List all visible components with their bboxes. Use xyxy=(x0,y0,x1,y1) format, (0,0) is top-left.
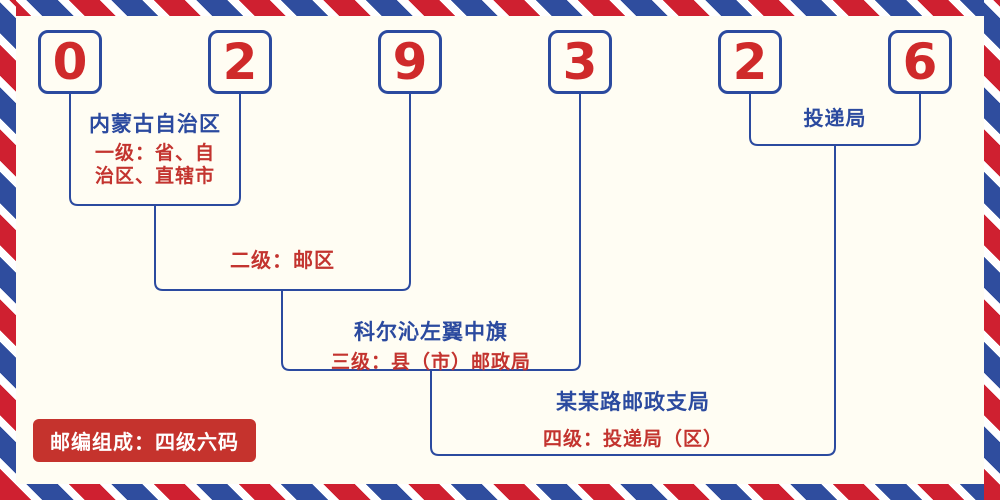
digit: 6 xyxy=(902,33,938,91)
level3-region-name: 科尔沁左翼中旗 xyxy=(354,321,508,344)
level1-region-name: 内蒙古自治区 xyxy=(89,113,221,136)
digit-box: 9 xyxy=(378,30,442,94)
level2-label: 二级：邮区 xyxy=(155,250,410,273)
level3-label: 科尔沁左翼中旗 三级：县（市）邮政局 xyxy=(282,320,580,374)
digit-box: 6 xyxy=(888,30,952,94)
airmail-border-top xyxy=(0,0,1000,16)
delivery-office-text: 投递局 xyxy=(803,108,867,130)
level4-branch-name: 某某路邮政支局 xyxy=(556,391,710,414)
digit: 2 xyxy=(732,33,768,91)
digit-box: 2 xyxy=(208,30,272,94)
digit: 3 xyxy=(562,33,598,91)
level1-description-line2: 治区、直辖市 xyxy=(94,166,215,187)
level4-description: 四级：投递局（区） xyxy=(542,429,723,450)
airmail-border-right xyxy=(984,0,1000,500)
level1-description-line1: 一级：省、自 xyxy=(94,143,215,164)
digit: 0 xyxy=(52,33,88,91)
level2-description: 二级：邮区 xyxy=(230,250,335,272)
digit: 2 xyxy=(222,33,258,91)
level4-label: 某某路邮政支局 四级：投递局（区） xyxy=(431,390,835,451)
composition-badge: 邮编组成：四级六码 xyxy=(33,419,256,462)
digit-box: 0 xyxy=(38,30,102,94)
level3-description: 三级：县（市）邮政局 xyxy=(330,352,531,373)
digit-box: 3 xyxy=(548,30,612,94)
level1-label: 内蒙古自治区 一级：省、自 治区、直辖市 xyxy=(60,112,250,188)
digit: 9 xyxy=(392,33,428,91)
digit-box: 2 xyxy=(718,30,782,94)
delivery-office-label: 投递局 xyxy=(750,106,920,132)
airmail-border-bottom xyxy=(0,484,1000,500)
airmail-border-left xyxy=(0,0,16,500)
